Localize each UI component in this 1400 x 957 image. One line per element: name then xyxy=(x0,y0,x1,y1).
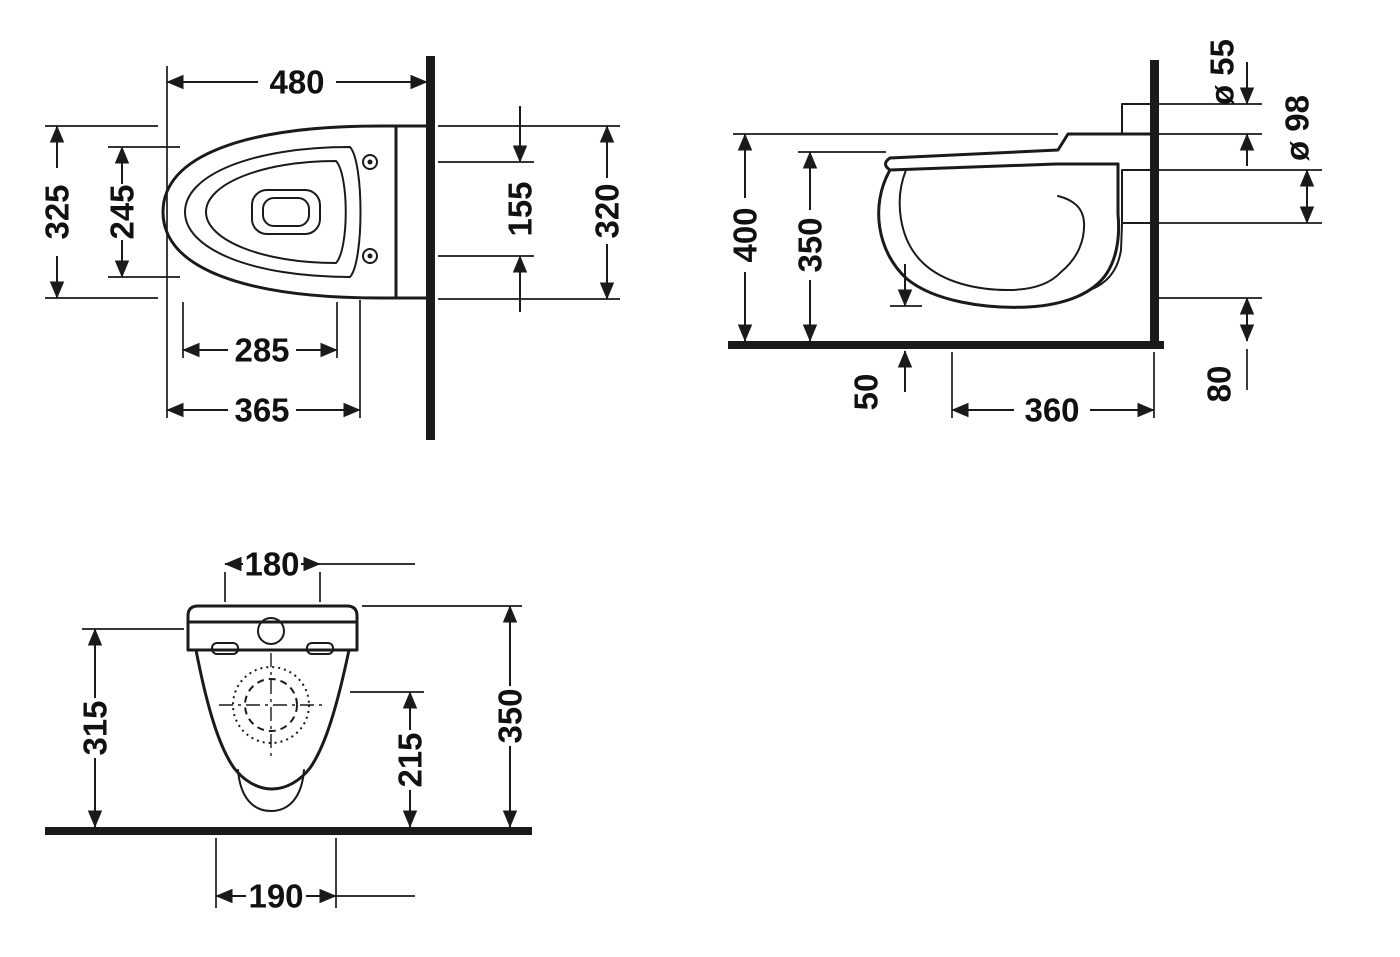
dimension-label: 480 xyxy=(269,64,324,101)
dimension-label: 50 xyxy=(848,374,885,411)
dimension-label: 80 xyxy=(1201,366,1238,403)
mounting-hole-center xyxy=(367,253,373,259)
extension-line xyxy=(224,572,321,602)
extension-line xyxy=(1158,103,1262,135)
dim-dia-98: ø 98 xyxy=(1279,95,1316,224)
extension-line xyxy=(438,125,620,300)
dim-360: 360 xyxy=(951,392,1155,429)
dim-325: 325 xyxy=(39,125,76,299)
dim-365: 365 xyxy=(166,392,361,429)
dim-350-side: 350 xyxy=(792,151,829,342)
dimension-label: 360 xyxy=(1024,392,1079,429)
dim-80: 80 xyxy=(1201,297,1255,403)
dimension-label: 400 xyxy=(727,207,764,262)
dimension-label: 365 xyxy=(234,392,289,429)
dimension-label: ø 98 xyxy=(1279,95,1316,161)
dimension-label: ø 55 xyxy=(1204,39,1241,105)
dimension-label: 180 xyxy=(244,546,299,583)
flush-opening-inner xyxy=(262,197,310,227)
dimension-label: 350 xyxy=(792,217,829,272)
dim-400: 400 xyxy=(727,133,764,342)
trap-curve xyxy=(1057,195,1086,273)
drain-circle-hidden xyxy=(244,678,298,732)
dim-480: 480 xyxy=(166,64,428,101)
cistern-top xyxy=(186,604,359,652)
dim-190: 190 xyxy=(215,878,415,915)
seat-inner-ring xyxy=(184,146,362,278)
dimension-label: 190 xyxy=(248,878,303,915)
top-view: 480 325 245 285 365 155 xyxy=(39,56,626,440)
dimension-label: 155 xyxy=(502,181,539,236)
dimension-label: 315 xyxy=(77,700,114,755)
toilet-seat-lid xyxy=(884,132,1152,172)
dim-285: 285 xyxy=(182,332,338,369)
dim-215: 215 xyxy=(392,691,429,828)
dimension-label: 325 xyxy=(39,184,76,239)
front-view: 180 315 215 350 190 xyxy=(45,546,532,915)
dimension-label: 245 xyxy=(104,184,141,239)
dimension-label: 320 xyxy=(589,183,626,238)
dim-dia-55: ø 55 xyxy=(1204,39,1255,166)
drain-pipe xyxy=(1089,169,1151,291)
dim-50: 50 xyxy=(848,264,913,411)
toilet-bowl-inner xyxy=(898,169,1062,291)
wall-section xyxy=(1150,60,1159,341)
supply-pipe xyxy=(1121,103,1151,135)
dim-180: 180 xyxy=(224,546,415,583)
side-view: 400 350 50 360 ø 55 ø 98 xyxy=(727,39,1322,429)
toilet-body xyxy=(194,648,351,791)
dimension-label: 215 xyxy=(392,732,429,787)
dim-320: 320 xyxy=(589,125,626,300)
dim-155: 155 xyxy=(502,106,539,312)
toilet-bowl-outer xyxy=(877,162,1121,309)
seat-fixing-slot xyxy=(306,642,334,655)
bowl-outlet xyxy=(237,769,305,812)
dimension-label: 350 xyxy=(492,688,529,743)
dim-315: 315 xyxy=(77,628,114,828)
flush-opening-outer xyxy=(251,189,321,235)
floor-section xyxy=(728,341,1164,349)
dimension-label: 285 xyxy=(234,332,289,369)
seat-fixing-slot xyxy=(211,642,239,655)
dim-245: 245 xyxy=(104,146,141,278)
bowl-opening xyxy=(205,160,347,264)
toilet-outline xyxy=(161,124,428,300)
floor-section xyxy=(45,827,532,835)
center-mark xyxy=(219,653,323,757)
mounting-hole-center xyxy=(367,159,373,165)
inlet-circle xyxy=(257,617,285,645)
wall-section xyxy=(426,56,435,440)
extension-line xyxy=(1158,169,1322,224)
dim-350-front: 350 xyxy=(492,605,529,828)
